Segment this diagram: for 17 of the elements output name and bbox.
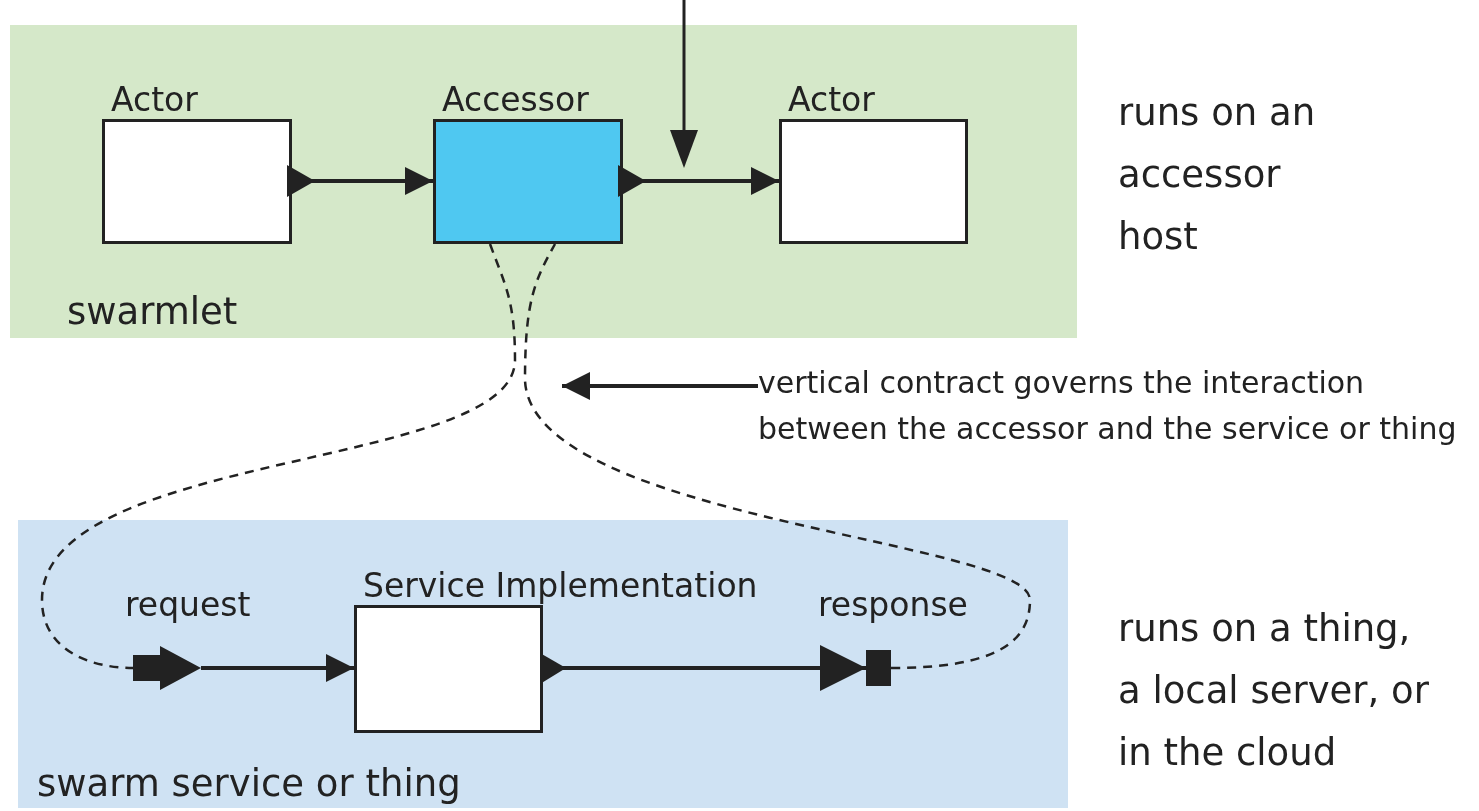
port-label: response: [818, 588, 968, 621]
side-note: runs on an accessor host: [1118, 90, 1317, 260]
group-label: swarm service or thing: [37, 765, 461, 802]
box-heading: Service Implementation: [363, 569, 758, 602]
dashed-connector: [40, 243, 517, 670]
note-text: vertical contract governs the interaction between the accessor and the service or thing: [758, 360, 1476, 500]
group-label: swarmlet: [67, 293, 238, 330]
box-heading: Actor: [111, 83, 198, 116]
box-heading: Accessor: [442, 83, 589, 116]
arrow: [201, 654, 354, 682]
side-note: runs on a thing, a local server, or in the cloud: [1118, 606, 1430, 776]
group-panel: [18, 520, 1068, 808]
box-heading: Actor: [788, 83, 875, 116]
dashed-connector: [523, 243, 1032, 670]
port-label: request: [125, 588, 251, 621]
group-panel: [10, 25, 1077, 338]
arrow: [562, 372, 758, 400]
